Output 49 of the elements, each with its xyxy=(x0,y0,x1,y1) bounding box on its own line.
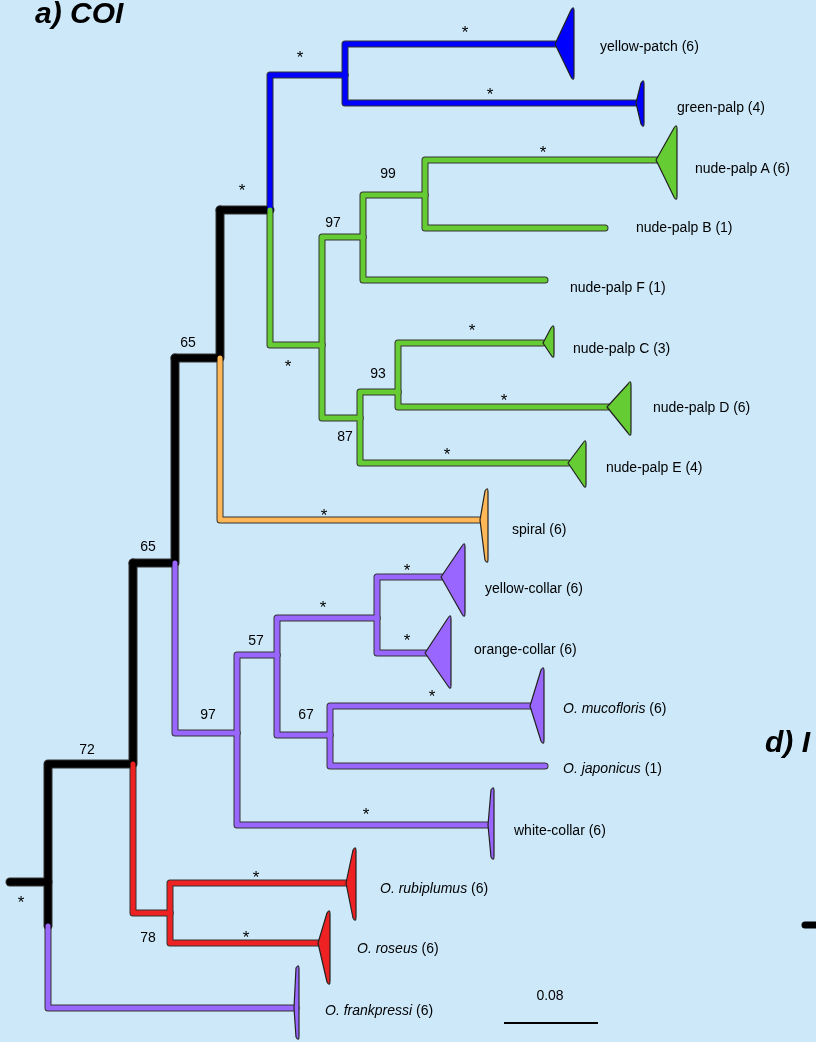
support-asterisk: * xyxy=(362,805,370,823)
support-asterisk: * xyxy=(242,928,250,946)
support-value: 97 xyxy=(325,215,341,229)
clade-label: nude-palp E (4) xyxy=(606,460,703,474)
clade-label: O. japonicus (1) xyxy=(563,761,662,775)
clade-label: nude-palp D (6) xyxy=(653,400,751,414)
panel-title: a) COI xyxy=(35,0,124,28)
clade-label: orange-collar (6) xyxy=(474,642,577,656)
clade-label: nude-palp B (1) xyxy=(636,220,733,234)
support-asterisk: * xyxy=(238,181,246,199)
support-value: 72 xyxy=(79,742,95,756)
clade-label: spiral (6) xyxy=(512,522,567,536)
clade-label: nude-palp F (1) xyxy=(570,280,666,294)
support-asterisk: * xyxy=(403,631,411,649)
clade-label: nude-palp A (6) xyxy=(695,161,790,175)
support-asterisk: * xyxy=(428,687,436,705)
support-value: 97 xyxy=(200,707,216,721)
support-asterisk: * xyxy=(403,561,411,579)
clade-label: nude-palp C (3) xyxy=(573,341,671,355)
support-asterisk: * xyxy=(284,357,292,375)
clade-label: O. frankpressi (6) xyxy=(325,1003,434,1017)
support-value: 93 xyxy=(370,366,386,380)
support-value: 67 xyxy=(298,707,314,721)
support-asterisk: * xyxy=(443,445,451,463)
support-asterisk: * xyxy=(500,391,508,409)
support-value: 78 xyxy=(140,930,156,944)
support-value: 65 xyxy=(180,335,196,349)
support-asterisk: * xyxy=(461,23,469,41)
support-value: 87 xyxy=(337,429,353,443)
clade-label: yellow-collar (6) xyxy=(485,581,584,595)
clade-label: white-collar (6) xyxy=(514,823,606,837)
clade-label: green-palp (4) xyxy=(677,100,765,114)
support-asterisk: * xyxy=(486,85,494,103)
support-asterisk: * xyxy=(468,321,476,339)
support-asterisk: * xyxy=(17,893,25,911)
support-value: 57 xyxy=(248,633,264,647)
support-value: 0.08 xyxy=(536,988,564,1002)
panel-label: d) I xyxy=(765,727,810,757)
clade-label: O. rubiplumus (6) xyxy=(380,881,489,895)
support-value: 99 xyxy=(380,166,396,180)
clade-label: O. mucofloris (6) xyxy=(563,701,667,715)
support-asterisk: * xyxy=(296,48,304,66)
support-asterisk: * xyxy=(319,598,327,616)
support-value: 65 xyxy=(140,539,156,553)
support-asterisk: * xyxy=(320,506,328,524)
support-asterisk: * xyxy=(539,143,547,161)
clade-label: yellow-patch (6) xyxy=(600,39,699,53)
support-asterisk: * xyxy=(252,868,260,886)
clade-label: O. roseus (6) xyxy=(357,941,439,955)
